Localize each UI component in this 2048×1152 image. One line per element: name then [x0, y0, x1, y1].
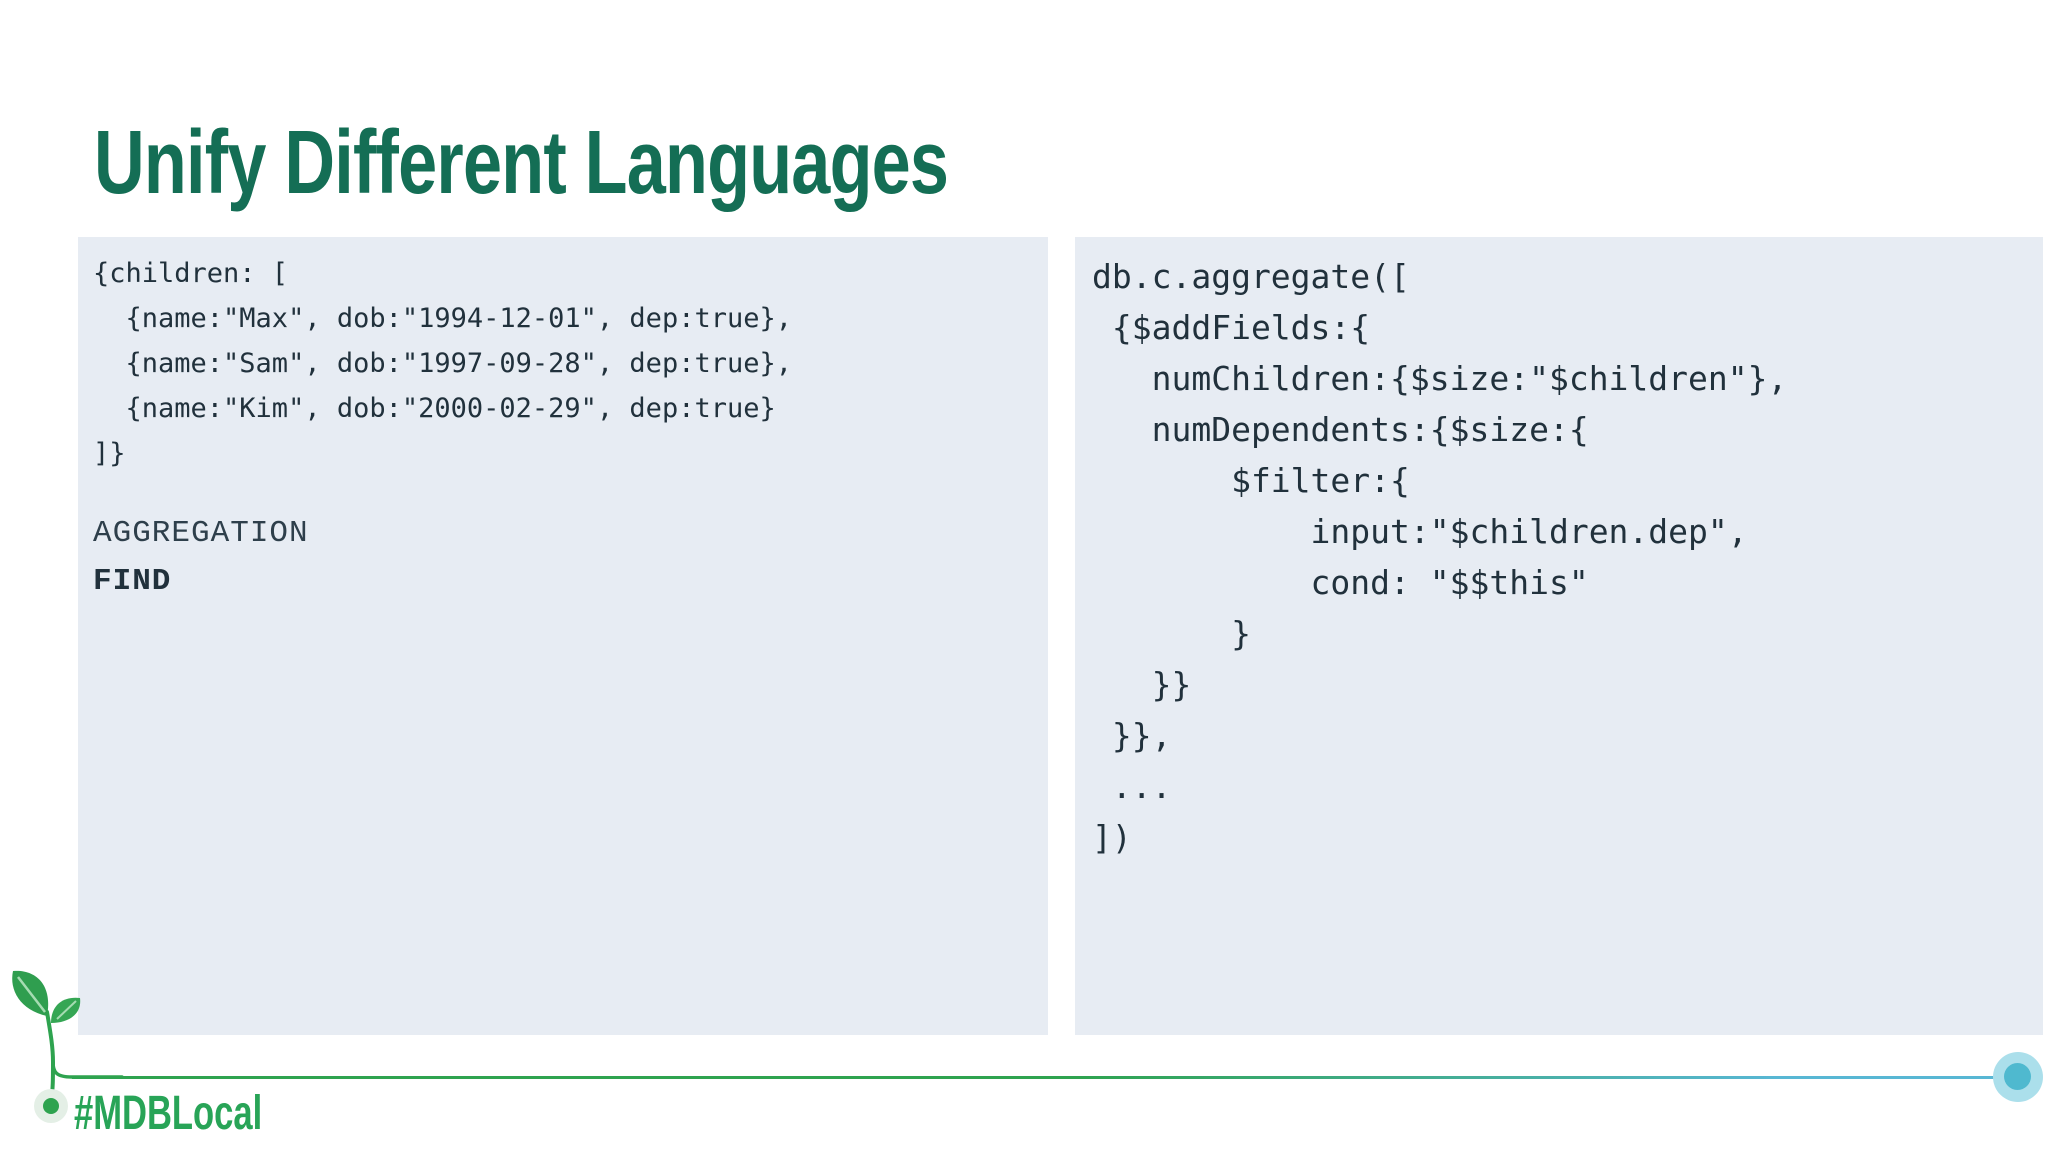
leaf-large-vein — [17, 976, 46, 1013]
slide-title: Unify Different Languages — [94, 113, 949, 213]
stem-end-dot-icon — [43, 1098, 59, 1114]
aggregation-query-code: db.c.aggregate([ {$addFields:{ numChildr… — [1092, 257, 1788, 857]
find-label: FIND — [93, 564, 172, 599]
aggregation-label: AGGREGATION — [93, 516, 309, 551]
event-hashtag: #MDBLocal — [74, 1087, 263, 1140]
document-sample-code: {children: [ {name:"Max", dob:"1994-12-0… — [93, 258, 792, 469]
sprout-icon — [12, 970, 124, 1123]
sprout-stem — [45, 1010, 56, 1104]
aggregation-query-panel: db.c.aggregate([ {$addFields:{ numChildr… — [1075, 237, 2043, 1035]
line-end-dot-icon — [2004, 1063, 2031, 1090]
footer-divider-line — [72, 1076, 2010, 1079]
sprout-branch — [51, 1060, 124, 1079]
leaf-small-vein — [56, 1000, 77, 1020]
document-sample-panel: {children: [ {name:"Max", dob:"1994-12-0… — [78, 237, 1048, 1035]
